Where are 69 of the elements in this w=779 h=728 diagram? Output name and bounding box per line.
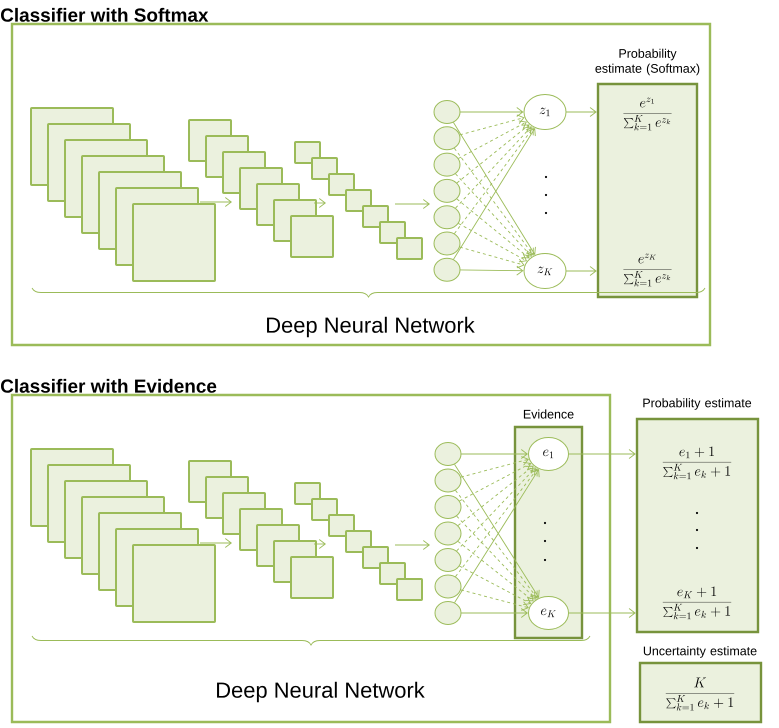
neuron-circle: [434, 126, 460, 150]
arrow: [455, 126, 532, 208]
neuron-circle: [434, 100, 460, 124]
arrow: [394, 199, 430, 209]
arrow: [566, 266, 597, 276]
neuron-circle: [434, 152, 460, 177]
output-node: $z_K$: [524, 253, 566, 289]
arrow: [200, 197, 232, 207]
arrow: [459, 114, 525, 136]
brace-label: Deep Neural Network: [217, 682, 425, 702]
box-heading: Probability estimate: [643, 398, 752, 410]
arrow: [461, 449, 528, 459]
arrow: [568, 449, 636, 459]
arrow: [456, 198, 530, 258]
arrow: [458, 223, 528, 262]
box-heading: Probability estimate (Softmax): [595, 48, 700, 76]
panel-title: Classifier with Softmax: [1, 8, 208, 22]
arrow: [460, 107, 524, 117]
arrow: [459, 566, 532, 606]
neuron-circle: [434, 232, 460, 256]
formula: $\frac{K}{\sum\nolimits_{k=1}^{K} e_k+1}$: [666, 678, 734, 711]
arrow: [566, 107, 597, 117]
arrow: [458, 541, 534, 602]
arrow: [460, 589, 529, 611]
arrow: [460, 456, 529, 478]
feature-map-stack: [294, 482, 423, 601]
arrow: [454, 148, 534, 256]
neuron-circle: [434, 178, 460, 203]
arrow: [461, 608, 528, 618]
arrow: [200, 538, 232, 548]
brace-label: Deep Neural Network: [267, 316, 475, 338]
neuron-circle: [434, 574, 462, 598]
feature-map-stack: [30, 448, 216, 623]
arrow: [458, 120, 527, 159]
neuron-circle: [434, 258, 460, 282]
output-node: $z_1$: [524, 94, 566, 130]
arrow: [568, 608, 636, 618]
arrow: [460, 266, 524, 276]
neuron-circle: [434, 601, 462, 625]
arrow: [456, 516, 536, 600]
arrow: [459, 462, 532, 502]
neuron-circle: [434, 548, 462, 572]
output-node: $e_1$: [528, 437, 569, 471]
arrow: [456, 467, 536, 552]
formula: $\frac{e_K+1}{\sum\nolimits_{k=1}^{K} e_k+1}$: [662, 586, 732, 620]
arrow: [314, 539, 326, 549]
arrow: [458, 466, 534, 526]
panel-title: Classifier with Evidence: [1, 378, 216, 393]
formula: $\frac{e_1+1}{\sum\nolimits_{k=1}^{K} e_k+1}$: [662, 446, 732, 480]
formula: $\frac{e^{z_K}}{\sum\nolimits_{k=1}^{K} e^{z_k}}$: [623, 254, 672, 286]
arrow: [454, 127, 534, 234]
formula: $\frac{e^{z_1}}{\sum\nolimits_{k=1}^{K} e^{z_k}}$: [623, 98, 672, 130]
arrow: [459, 246, 525, 268]
box-heading: Uncertainty estimate: [644, 646, 757, 658]
arrow: [455, 468, 538, 577]
arrow: [455, 490, 538, 599]
neuron-circle: [434, 442, 462, 466]
feature-map-stack: [30, 107, 216, 282]
output-node: $e_K$: [528, 596, 569, 630]
neuron-circle: [434, 468, 462, 492]
arrow: [314, 198, 326, 208]
arrow: [455, 173, 532, 257]
arrow: [394, 540, 430, 550]
neuron-circle: [434, 522, 462, 546]
feature-map-stack: [294, 141, 423, 260]
box-heading: Evidence: [524, 409, 574, 419]
arrow: [456, 124, 530, 184]
neuron-circle: [434, 495, 462, 519]
neuron-circle: [434, 205, 460, 230]
